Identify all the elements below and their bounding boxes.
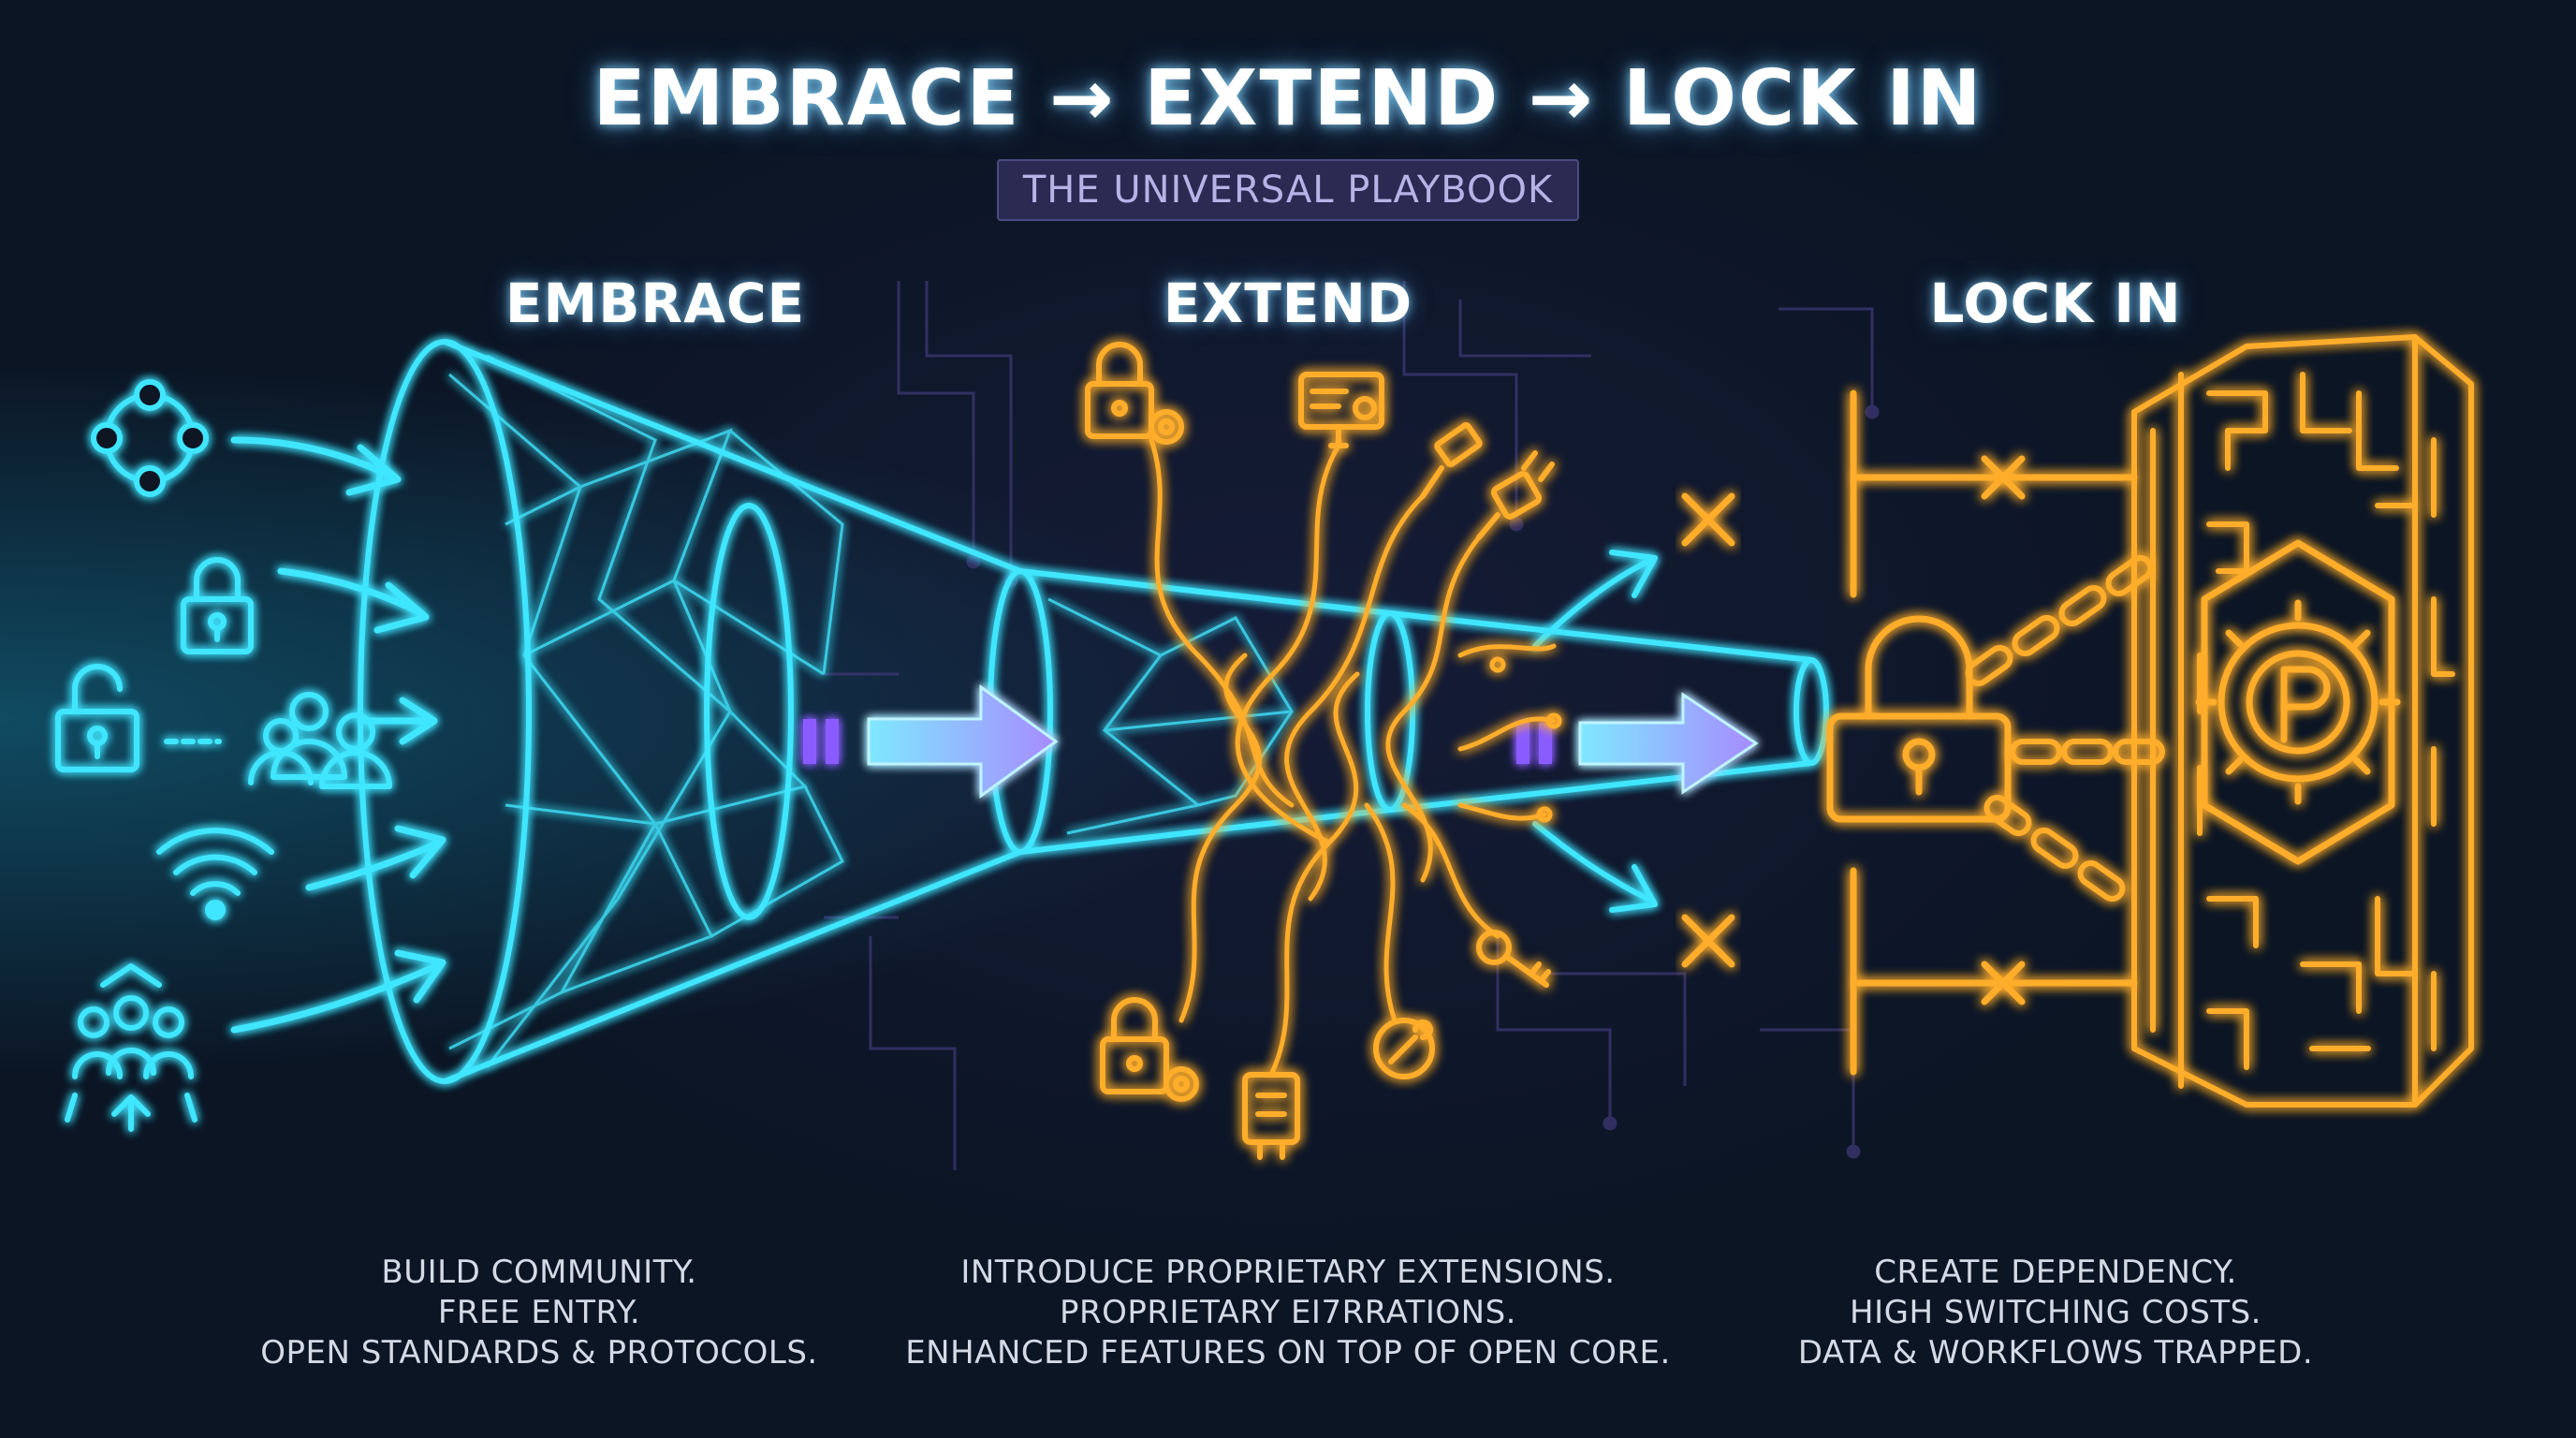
subtitle-container: THE UNIVERSAL PLAYBOOK — [0, 159, 2576, 221]
padlock-icon — [1826, 615, 2012, 823]
key-icon — [1476, 930, 1551, 988]
description-line: BUILD COMMUNITY. — [381, 1254, 697, 1291]
usb-plug-icon — [1420, 422, 1483, 499]
description-line: FREE ENTRY. — [437, 1294, 641, 1331]
description-line: PROPRIETARY EI7RRATIONS. — [1060, 1294, 1516, 1331]
embrace-funnel — [358, 339, 1829, 1084]
stage-label-extend: EXTEND — [1163, 271, 1413, 335]
lock-gear-icon — [1100, 997, 1199, 1102]
description-line: DATA & WORKFLOWS TRAPPED. — [1797, 1334, 2314, 1372]
funnel-lattice — [448, 354, 1294, 1068]
stage-description-lockin: CREATE DEPENDENCY. HIGH SWITCHING COSTS.… — [1672, 1253, 2439, 1373]
stage-description-extend: INTRODUCE PROPRIETARY EXTENSIONS. PROPRI… — [904, 1253, 1672, 1373]
maze-wall-icon — [2131, 334, 2474, 1108]
escape-arrows — [1532, 550, 1658, 913]
community-icon — [248, 692, 392, 789]
wrench-icon — [1373, 1018, 1435, 1079]
description-line: ENHANCED FEATURES ON TOP OF OPEN CORE. — [905, 1334, 1671, 1372]
description-line: OPEN STANDARDS & PROTOCOLS. — [260, 1334, 818, 1372]
stage-description-embrace: BUILD COMMUNITY. FREE ENTRY. OPEN STANDA… — [155, 1253, 923, 1373]
stage-label-embrace: EMBRACE — [505, 271, 806, 335]
page-title: EMBRACE → EXTEND → LOCK IN — [593, 54, 1983, 143]
page-subtitle: THE UNIVERSAL PLAYBOOK — [996, 159, 1580, 221]
certificate-icon — [1298, 372, 1384, 448]
flow-arrow-2 — [1516, 692, 1759, 795]
description-line: INTRODUCE PROPRIETARY EXTENSIONS. — [960, 1254, 1616, 1291]
chain-icon — [1965, 554, 2165, 902]
barrier-icon — [1850, 389, 2138, 1076]
stage-label-lockin: LOCK IN — [1929, 271, 2182, 335]
inflow-arrows — [230, 436, 446, 1034]
tangled-cables — [1149, 437, 1562, 1078]
connector-icon — [1242, 1072, 1300, 1160]
blocked-x-icon — [1681, 492, 1735, 968]
network-nodes-icon — [91, 379, 209, 497]
flow-arrow-1 — [803, 684, 1059, 799]
wifi-icon — [156, 828, 274, 920]
power-plug-icon — [1476, 450, 1555, 540]
lock-gear-icon — [1085, 342, 1184, 445]
description-line: CREATE DEPENDENCY. — [1874, 1254, 2237, 1291]
circuit-traces — [824, 281, 1880, 1170]
gear-p-icon — [2195, 539, 2401, 865]
padlock-open-icon — [55, 664, 139, 772]
padlock-closed-icon — [181, 557, 254, 654]
crowd-icon — [65, 963, 198, 1132]
description-line: HIGH SWITCHING COSTS. — [1850, 1294, 2261, 1331]
